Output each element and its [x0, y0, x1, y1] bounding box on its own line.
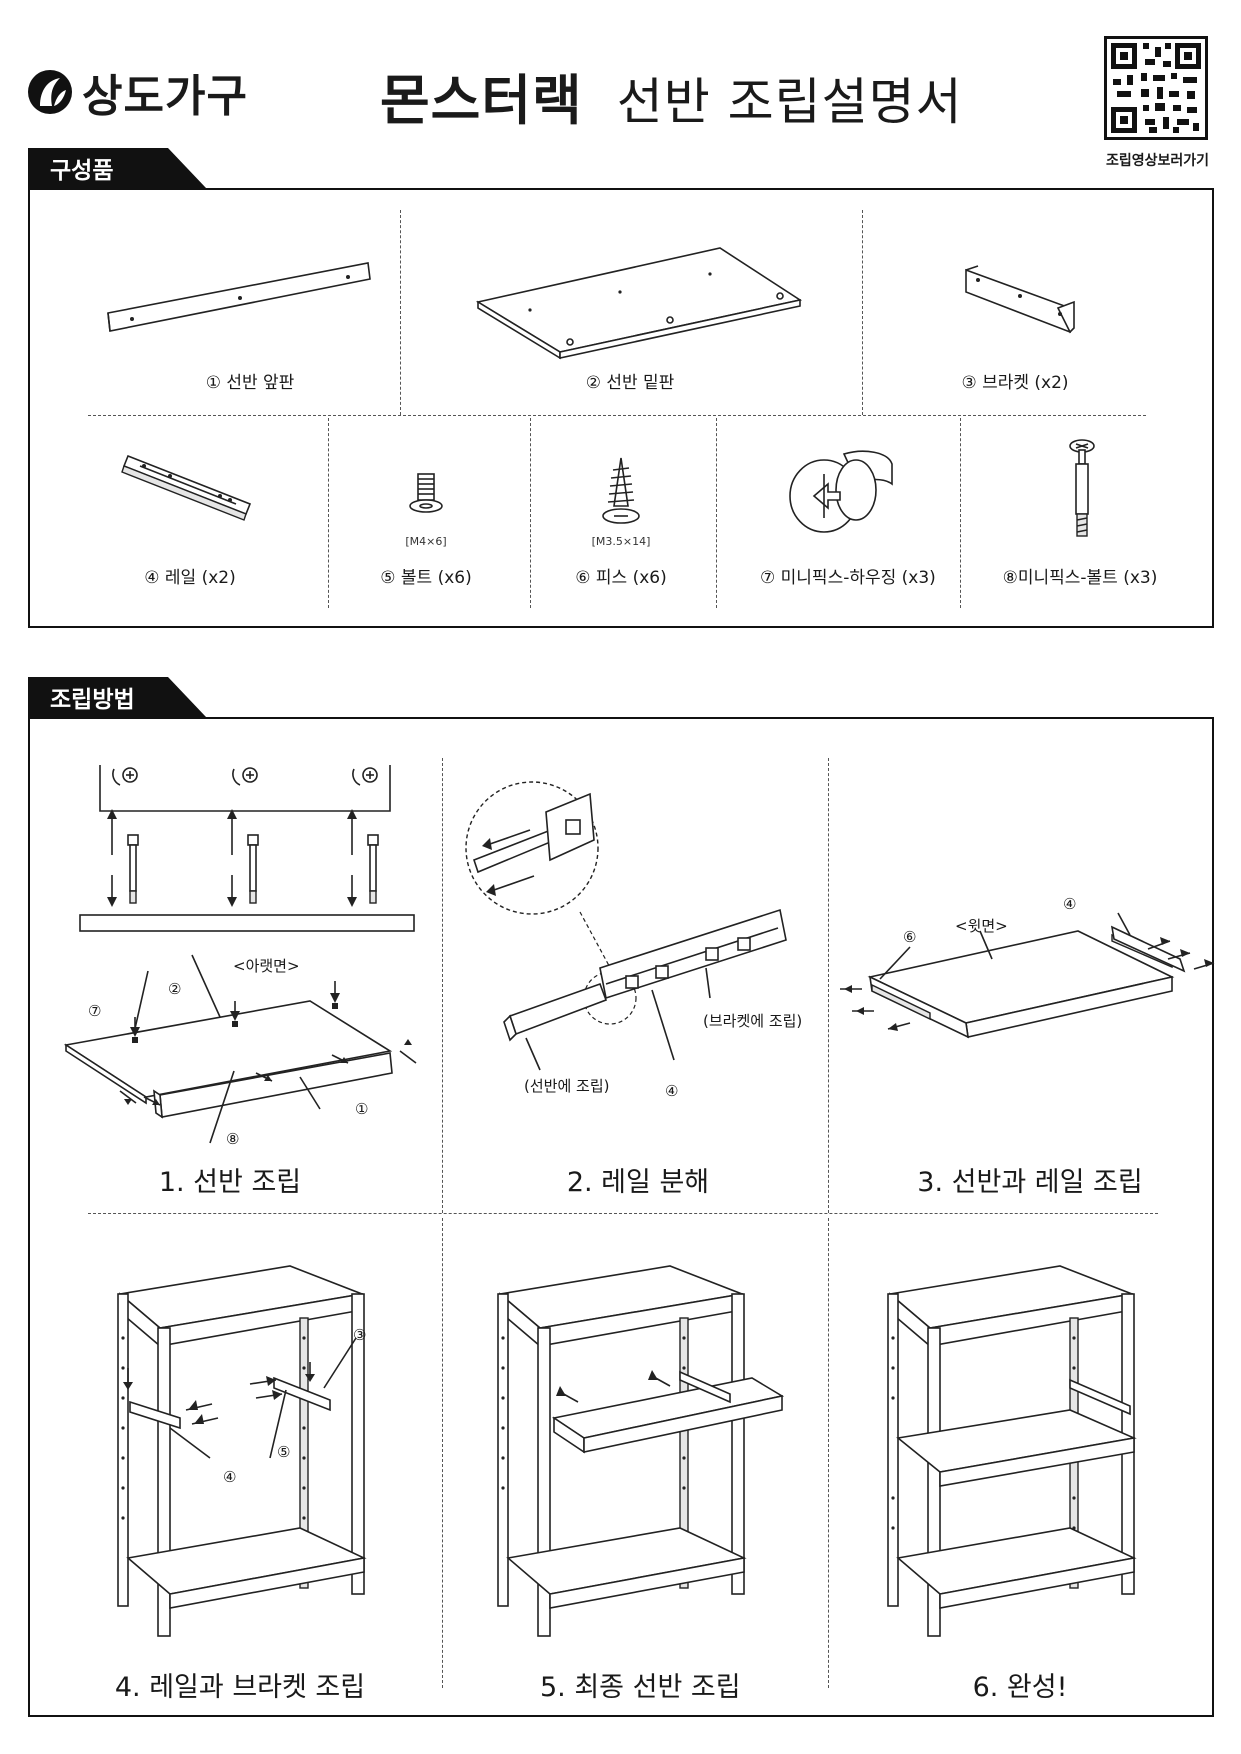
divider — [328, 418, 329, 608]
callout-number: ⑧ — [226, 1130, 240, 1148]
part-spec: [M4×6] — [405, 535, 447, 548]
bracket-drawing — [965, 265, 1075, 334]
callout-bottom-face: <아랫면> — [233, 957, 300, 975]
callout-number: ④ — [665, 1082, 679, 1100]
step1-drawing — [63, 765, 417, 1144]
divider — [960, 418, 961, 608]
step5-drawing — [497, 1265, 785, 1637]
minifix-bolt-drawing — [1069, 439, 1095, 537]
qr-code-icon — [1111, 43, 1201, 133]
qr-caption: 조립영상보러가기 — [1105, 153, 1210, 169]
part-label: ④ 레일 (x2) — [144, 568, 236, 588]
step3-drawing — [840, 912, 1215, 1039]
product-name: 몬스터랙 — [380, 69, 583, 132]
front-panel-drawing — [107, 262, 371, 332]
divider — [716, 418, 717, 608]
callout-number: ① — [355, 1100, 369, 1118]
part-label: ③ 브라켓 (x2) — [961, 373, 1069, 393]
callout-shelf-side: (선반에 조립) — [524, 1077, 610, 1095]
minifix-housing-drawing — [789, 450, 893, 533]
callout-bracket-side: (브라켓에 조립) — [703, 1012, 803, 1030]
callout-top-face: <윗면> — [955, 917, 1008, 935]
document-subtitle: 선반 조립설명서 — [616, 73, 963, 131]
step-title: 4. 레일과 브라켓 조립 — [114, 1672, 366, 1703]
step4-drawing — [117, 1265, 367, 1637]
qr-code[interactable] — [1104, 36, 1208, 140]
assembly-tab: 조립방법 — [28, 677, 206, 717]
divider — [88, 1213, 1158, 1214]
bottom-panel-drawing — [475, 247, 803, 360]
callout-number: ② — [168, 980, 182, 998]
bolt-drawing — [409, 473, 443, 513]
step-title: 2. 레일 분해 — [566, 1167, 710, 1198]
components-panel — [28, 188, 1214, 628]
divider — [828, 1218, 829, 1688]
callout-number: ③ — [353, 1326, 367, 1344]
part-label: ⑦ 미니픽스-하우징 (x3) — [760, 568, 936, 588]
part-label: ⑤ 볼트 (x6) — [380, 568, 472, 588]
part-label: ⑧미니픽스-볼트 (x3) — [1002, 568, 1158, 588]
part-label: ② 선반 밑판 — [585, 373, 675, 393]
callout-number: ⑤ — [277, 1443, 291, 1461]
part-spec: [M3.5×14] — [591, 535, 651, 548]
callout-number: ④ — [223, 1468, 237, 1486]
step6-drawing — [887, 1265, 1137, 1637]
divider — [400, 210, 401, 415]
step-title: 6. 완성! — [972, 1672, 1068, 1703]
step-title: 1. 선반 조립 — [158, 1167, 302, 1198]
step2-drawing — [465, 781, 787, 1071]
brand-logo: 상도가구 — [26, 60, 248, 124]
step-title: 3. 선반과 레일 조립 — [917, 1167, 1143, 1198]
step-title: 5. 최종 선반 조립 — [540, 1672, 741, 1703]
assembly-panel — [28, 717, 1214, 1717]
callout-number: ⑥ — [903, 928, 917, 946]
brand-name: 상도가구 — [82, 71, 248, 122]
divider — [442, 1218, 443, 1688]
rail-drawing — [121, 454, 252, 521]
components-tab: 구성품 — [28, 148, 206, 188]
callout-number: ⑦ — [88, 1002, 102, 1020]
divider — [530, 418, 531, 608]
document-title: 몬스터랙 선반 조립설명서 — [380, 56, 963, 135]
part-label: ⑥ 피스 (x6) — [575, 568, 667, 588]
screw-drawing — [602, 457, 640, 524]
brand-mark-icon — [28, 70, 72, 114]
divider — [862, 210, 863, 415]
callout-number: ④ — [1063, 895, 1077, 913]
part-label: ① 선반 앞판 — [205, 373, 295, 393]
divider — [88, 415, 1146, 416]
divider — [828, 758, 829, 1213]
divider — [442, 758, 443, 1213]
